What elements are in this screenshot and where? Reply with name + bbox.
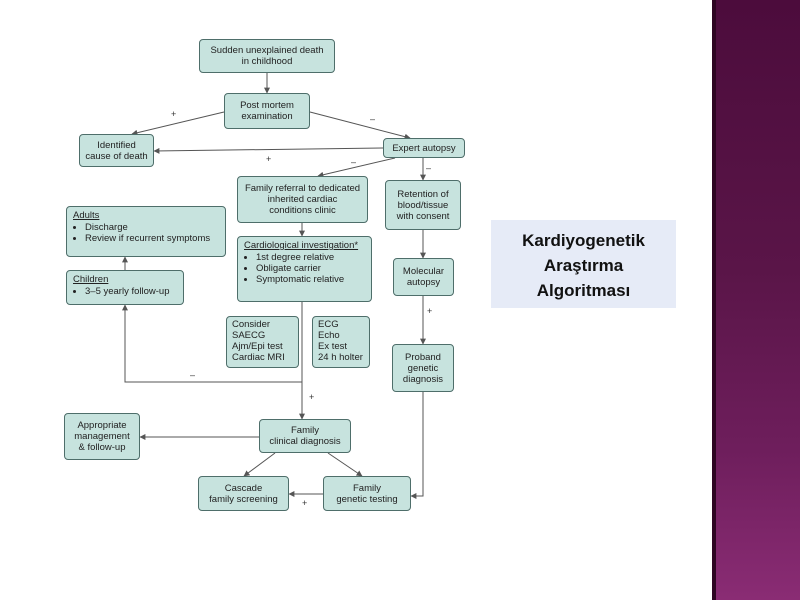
node-appropriate-line-2: management xyxy=(74,431,130,442)
list-item: Obligate carrier xyxy=(256,263,365,274)
node-consider-line-1: Consider xyxy=(232,319,271,330)
node-cascade-line-2: family screening xyxy=(209,493,278,505)
node-cascade-line-1: Cascade xyxy=(224,482,263,494)
sign-post-to-expert: – xyxy=(370,114,376,124)
node-ecg-line-3: Ex test xyxy=(318,341,348,352)
list-item: 1st degree relative xyxy=(256,252,365,263)
node-identified-cause-line-2: cause of death xyxy=(85,150,148,162)
node-retention-line-2: blood/tissue xyxy=(397,199,449,211)
node-expert-autopsy: Expert autopsy xyxy=(383,138,465,158)
node-molecular-autopsy-line-1: Molecular xyxy=(402,266,445,277)
node-post-mortem-line-2: examination xyxy=(241,111,293,122)
node-molecular-autopsy-line-2: autopsy xyxy=(406,277,441,288)
list-item: Discharge xyxy=(85,222,219,233)
sign-genetic-to-cascade: + xyxy=(302,498,308,508)
node-ecg-line-1: ECG xyxy=(318,319,339,330)
sign-post-to-identified: + xyxy=(171,109,177,119)
edge-clinical-to-genetic xyxy=(327,452,363,477)
side-bar-edge xyxy=(712,0,716,600)
adults-list: DischargeReview if recurrent symptoms xyxy=(73,222,219,244)
node-sudden-death-line-2: in childhood xyxy=(241,56,293,67)
list-item: 3–5 yearly follow-up xyxy=(85,286,177,297)
node-ecg-line-4: 24 h holter xyxy=(318,352,363,363)
edge-proband-to-genetic xyxy=(410,392,424,499)
node-proband-line-2: genetic xyxy=(407,362,439,374)
node-family-genetic-line-1: Family xyxy=(353,482,381,494)
sign-expert-to-referral: – xyxy=(351,157,357,167)
edge-expert-to-identified xyxy=(153,147,384,154)
node-family-clinical-line-1: Family xyxy=(291,425,319,436)
sign-investigation-to-clinical: + xyxy=(309,392,315,402)
list-item: Review if recurrent symptoms xyxy=(85,233,219,244)
node-sudden-death-line-1: Sudden unexplained death xyxy=(210,45,324,56)
slide-title-line-3: Algoritması xyxy=(536,281,631,300)
cardiological-list: 1st degree relativeObligate carrierSympt… xyxy=(244,252,365,285)
node-children: Children 3–5 yearly follow-up xyxy=(66,270,184,305)
node-appropriate-line-3: & follow-up xyxy=(78,442,126,453)
node-cardiological: Cardiological investigation* 1st degree … xyxy=(237,236,372,302)
slide-title-box: Kardiyogenetik Araştırma Algoritması xyxy=(491,220,676,308)
node-retention-line-3: with consent xyxy=(396,210,450,222)
sign-molecular-to-proband: + xyxy=(427,306,433,316)
decorative-side-bar xyxy=(712,0,800,600)
node-expert-autopsy-line-1: Expert autopsy xyxy=(392,142,456,154)
children-list: 3–5 yearly follow-up xyxy=(73,286,177,297)
node-appropriate-line-1: Appropriate xyxy=(77,420,127,431)
node-family-clinical-line-2: clinical diagnosis xyxy=(269,436,341,447)
list-item: Symptomatic relative xyxy=(256,274,365,285)
sign-expert-to-retention: – xyxy=(426,163,432,173)
node-proband-line-3: diagnosis xyxy=(402,373,444,385)
children-heading: Children xyxy=(73,274,109,285)
node-family-genetic-line-2: genetic testing xyxy=(336,493,398,505)
node-consider-line-3: Ajm/Epi test xyxy=(232,341,283,352)
slide-title-line-2: Araştırma xyxy=(543,256,624,275)
edge-expert-to-referral xyxy=(317,157,396,178)
sign-investigation-to-children: – xyxy=(190,370,196,380)
node-family-referral-line-3: conditions clinic xyxy=(269,205,336,216)
sign-expert-to-identified: + xyxy=(266,154,272,164)
flowchart-connectors xyxy=(122,73,426,499)
slide-title-line-1: Kardiyogenetik xyxy=(522,231,645,250)
cardiological-heading: Cardiological investigation* xyxy=(244,240,359,251)
edge-post-to-expert xyxy=(309,111,411,140)
node-ecg-line-2: Echo xyxy=(318,330,340,341)
edge-post-to-identified xyxy=(131,111,225,136)
node-consider-line-2: SAECG xyxy=(232,330,266,341)
adults-heading: Adults xyxy=(73,210,100,221)
node-adults: Adults DischargeReview if recurrent symp… xyxy=(66,206,226,257)
node-family-referral-line-1: Family referral to dedicated xyxy=(244,183,361,194)
node-consider-line-4: Cardiac MRI xyxy=(232,352,285,363)
edge-clinical-to-cascade xyxy=(243,452,276,477)
node-proband-line-1: Proband xyxy=(405,351,441,363)
node-retention-line-1: Retention of xyxy=(397,188,449,200)
node-family-referral-line-2: inherited cardiac xyxy=(267,194,338,205)
edge-investigation-to-children xyxy=(122,304,302,383)
node-post-mortem-line-1: Post mortem xyxy=(240,100,294,111)
node-identified-cause-line-1: Identified xyxy=(97,139,136,151)
